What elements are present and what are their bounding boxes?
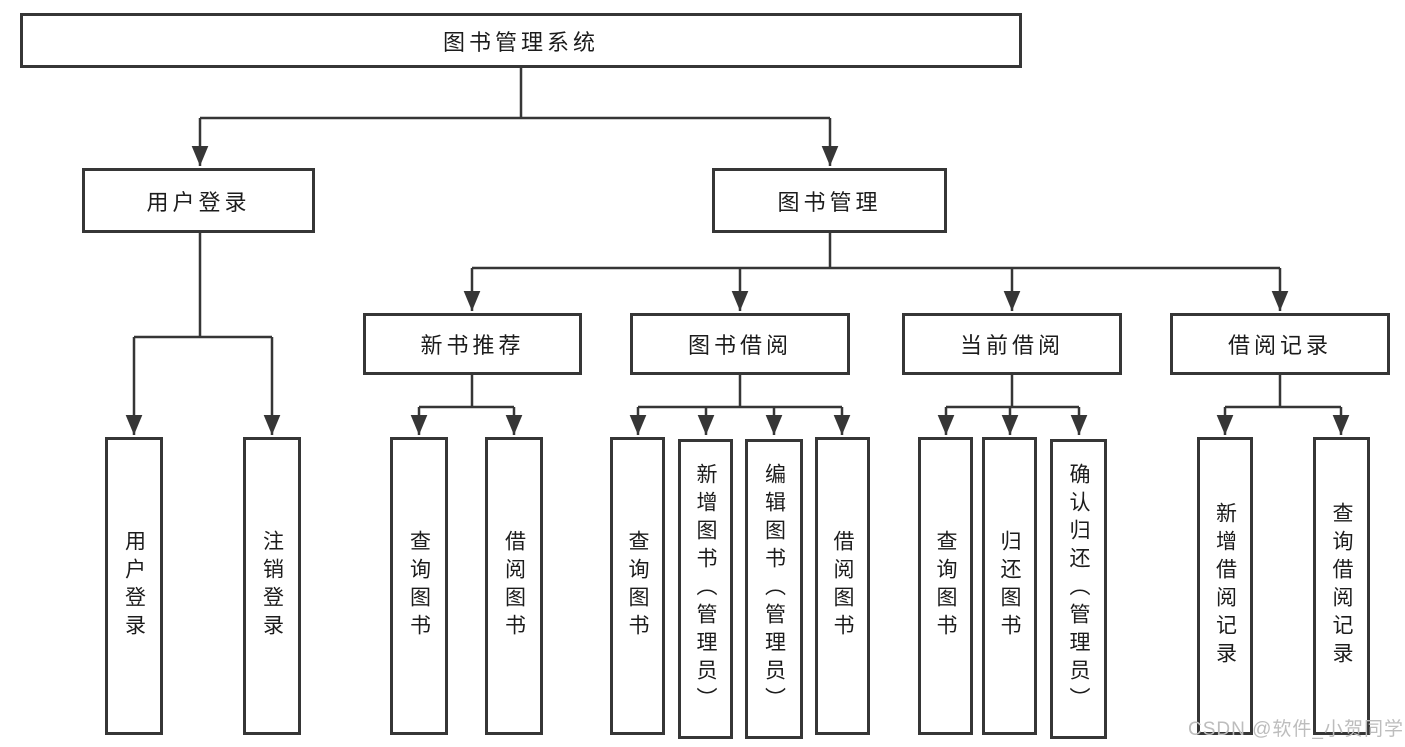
leaf-label: 查询借阅记录 (1330, 502, 1353, 670)
node-leaf-add-borrow-record: 新增借阅记录 (1197, 437, 1253, 735)
node-book-management: 图书管理 (712, 168, 947, 233)
node-leaf-query-borrow-record: 查询借阅记录 (1313, 437, 1370, 735)
node-leaf-user-login: 用户登录 (105, 437, 163, 735)
leaf-label: 新增借阅记录 (1213, 502, 1237, 670)
leaf-label: 新增图书（管理员） (694, 463, 717, 715)
leaf-label: 查询图书 (407, 530, 431, 642)
node-leaf-confirm-return: 确认归还（管理员） (1050, 439, 1107, 739)
leaf-label: 查询图书 (626, 530, 649, 642)
leaf-label: 查询图书 (934, 530, 957, 642)
node-root: 图书管理系统 (20, 13, 1022, 68)
node-leaf-edit-book: 编辑图书（管理员） (745, 439, 803, 739)
node-leaf-logout: 注销登录 (243, 437, 301, 735)
node-current-borrowing: 当前借阅 (902, 313, 1122, 375)
leaf-label: 用户登录 (122, 530, 146, 642)
node-book-borrowing: 图书借阅 (630, 313, 850, 375)
node-leaf-return-book: 归还图书 (982, 437, 1037, 735)
node-leaf-query-book-2: 查询图书 (610, 437, 665, 735)
leaf-label: 借阅图书 (502, 530, 526, 642)
node-borrowing-records: 借阅记录 (1170, 313, 1390, 375)
node-leaf-borrow-book-1: 借阅图书 (485, 437, 543, 735)
node-leaf-query-book-1: 查询图书 (390, 437, 448, 735)
node-new-book-recommendation: 新书推荐 (363, 313, 582, 375)
leaf-label: 注销登录 (260, 530, 284, 642)
node-leaf-borrow-book-2: 借阅图书 (815, 437, 870, 735)
watermark: CSDN @软件_小贺同学 (1188, 719, 1404, 740)
leaf-label: 编辑图书（管理员） (762, 463, 786, 715)
leaf-label: 归还图书 (998, 530, 1021, 642)
leaf-label: 借阅图书 (831, 530, 854, 642)
node-leaf-add-book: 新增图书（管理员） (678, 439, 733, 739)
node-user-login-branch: 用户登录 (82, 168, 315, 233)
leaf-label: 确认归还（管理员） (1067, 463, 1090, 715)
node-leaf-query-book-3: 查询图书 (918, 437, 973, 735)
